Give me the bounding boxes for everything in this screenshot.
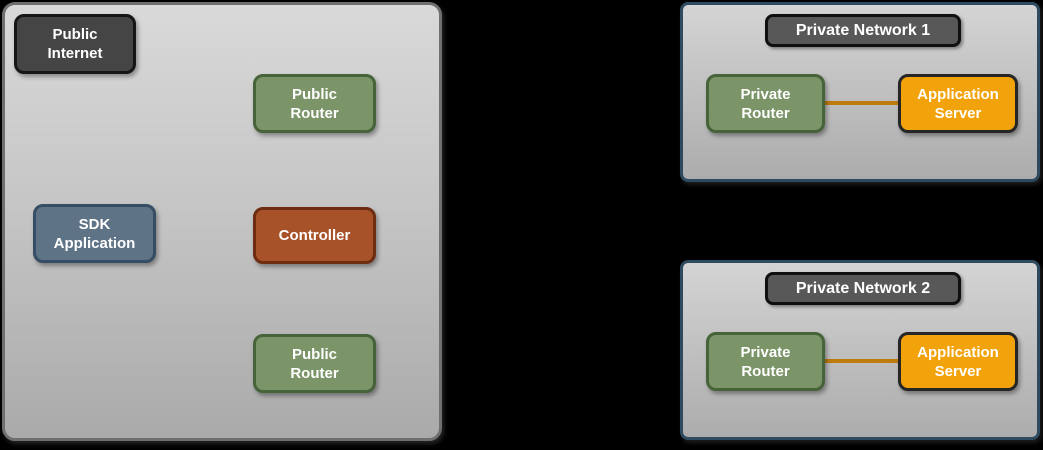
private-router-label-line1: Private bbox=[740, 343, 791, 361]
public-internet-label-line1: Public bbox=[52, 26, 98, 43]
private-router-label-line2: Router bbox=[741, 362, 790, 380]
private-network-1-title-label: Private Network 1 bbox=[795, 21, 931, 39]
private-network-2-title: Private Network 2 bbox=[765, 272, 961, 305]
application-server-label-line1: Application bbox=[917, 85, 999, 103]
private-network-2-panel: Private Network 2 Private Router Applica… bbox=[680, 260, 1040, 440]
public-router-bottom-label-line1: Public bbox=[291, 345, 337, 363]
public-internet-label-line2: Internet bbox=[47, 45, 103, 62]
application-server-label-line1: Application bbox=[917, 343, 999, 361]
public-router-bottom-label-line2: Router bbox=[290, 364, 339, 382]
public-cloud-panel: Public Internet Public Router SDK Applic… bbox=[2, 2, 442, 441]
public-router-top-label-line2: Router bbox=[290, 104, 339, 122]
public-router-bottom-node: Public Router bbox=[253, 334, 376, 393]
private-network-1-panel: Private Network 1 Private Router Applica… bbox=[680, 2, 1040, 182]
application-server-label-line2: Server bbox=[934, 362, 982, 380]
controller-label: Controller bbox=[278, 227, 351, 244]
private-router-label-line1: Private bbox=[740, 85, 791, 103]
sdk-application-label-line1: SDK bbox=[78, 215, 111, 233]
private-network-1-title: Private Network 1 bbox=[765, 14, 961, 47]
private-network-2-private-router-node: Private Router bbox=[706, 332, 825, 391]
private-network-1-link bbox=[823, 101, 900, 105]
controller-node: Controller bbox=[253, 207, 376, 264]
application-server-label-line2: Server bbox=[934, 104, 982, 122]
public-router-top-node: Public Router bbox=[253, 74, 376, 133]
public-router-top-label-line1: Public bbox=[291, 85, 337, 103]
private-router-label-line2: Router bbox=[741, 104, 790, 122]
private-network-1-application-server-node: Application Server bbox=[898, 74, 1018, 133]
sdk-application-node: SDK Application bbox=[33, 204, 156, 263]
sdk-application-label-line2: Application bbox=[53, 234, 136, 252]
private-network-2-link bbox=[823, 359, 900, 363]
private-network-2-application-server-node: Application Server bbox=[898, 332, 1018, 391]
public-internet-node: Public Internet bbox=[14, 14, 136, 74]
private-network-2-title-label: Private Network 2 bbox=[795, 279, 931, 297]
private-network-1-private-router-node: Private Router bbox=[706, 74, 825, 133]
